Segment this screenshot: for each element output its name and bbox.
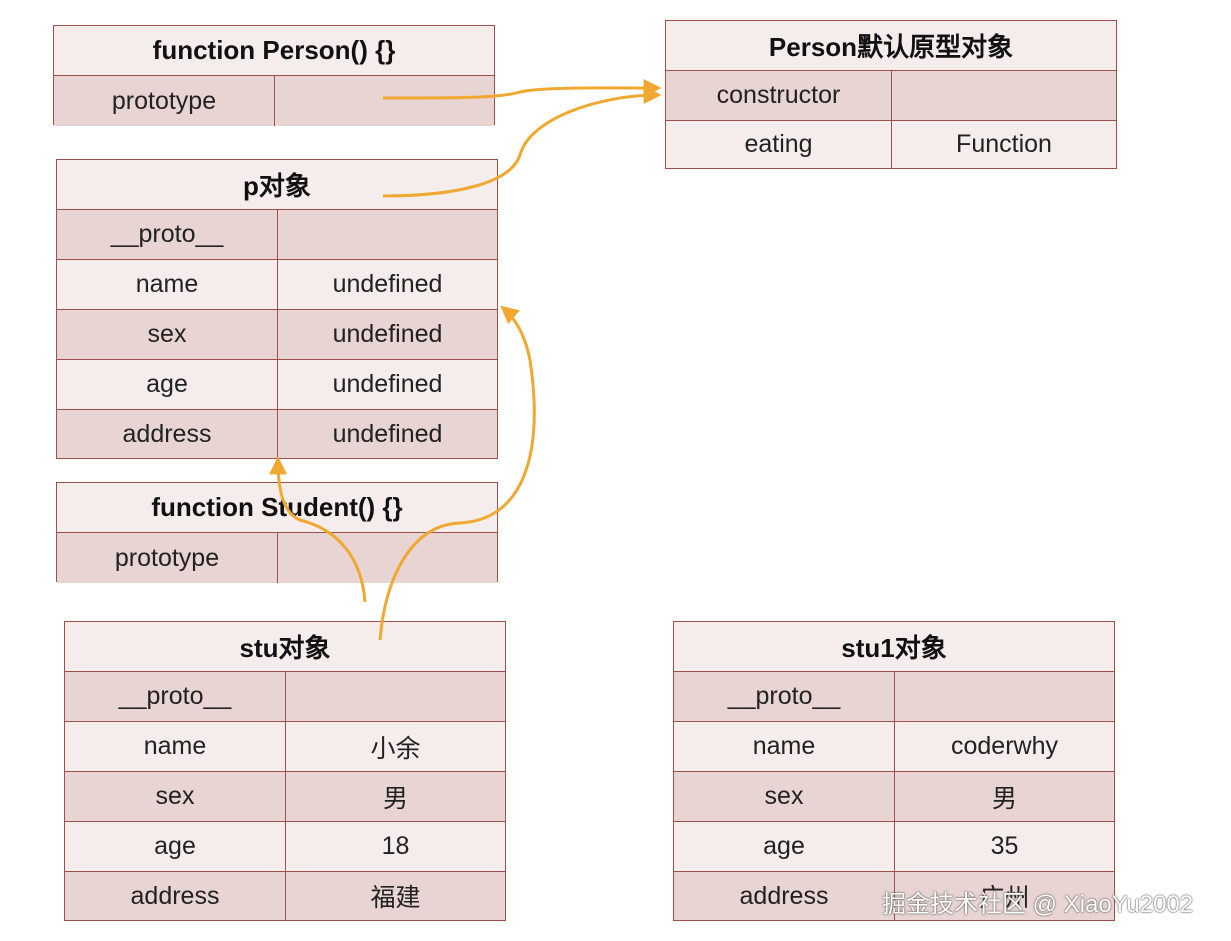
p-object-age-key: age [57,360,278,410]
person-prototype-constructor-key: constructor [666,71,892,121]
stu-object-title: stu对象 [65,622,505,672]
p-object-name-value: undefined [278,260,497,310]
person-function-box: function Person() {} prototype [53,25,495,126]
person-prototype-eating-value: Function [892,121,1116,168]
stu-object-address-value: 福建 [286,872,505,920]
stu1-object-sex-key: sex [674,772,895,822]
stu-object-proto-key: __proto__ [65,672,286,722]
p-object-box: p对象 __proto__ name undefined sex undefin… [56,159,498,459]
p-object-proto-value [278,210,497,260]
p-object-address-value: undefined [278,410,497,458]
person-function-title: function Person() {} [54,26,494,76]
person-prototype-constructor-value [892,71,1116,121]
p-object-title: p对象 [57,160,497,210]
p-object-name-key: name [57,260,278,310]
student-function-box: function Student() {} prototype [56,482,498,583]
p-object-proto-key: __proto__ [57,210,278,260]
person-prototype-title: Person默认原型对象 [666,21,1116,71]
student-function-prototype-key: prototype [57,533,278,583]
stu-object-sex-key: sex [65,772,286,822]
stu1-object-sex-value: 男 [895,772,1114,822]
person-function-prototype-value [275,76,494,126]
person-prototype-eating-key: eating [666,121,892,168]
stu-object-name-value: 小余 [286,722,505,772]
p-object-age-value: undefined [278,360,497,410]
stu1-object-name-value: coderwhy [895,722,1114,772]
stu1-object-name-key: name [674,722,895,772]
stu1-object-address-key: address [674,872,895,920]
student-function-prototype-value [278,533,497,583]
stu-object-address-key: address [65,872,286,920]
stu-object-age-value: 18 [286,822,505,872]
stu1-object-title: stu1对象 [674,622,1114,672]
stu1-object-box: stu1对象 __proto__ name coderwhy sex 男 age… [673,621,1115,921]
stu-object-age-key: age [65,822,286,872]
person-function-prototype-key: prototype [54,76,275,126]
stu-object-proto-value [286,672,505,722]
person-prototype-box: Person默认原型对象 constructor eating Function [665,20,1117,169]
stu1-object-age-value: 35 [895,822,1114,872]
stu1-object-age-key: age [674,822,895,872]
stu1-object-proto-key: __proto__ [674,672,895,722]
stu1-object-address-value: 广州 [895,872,1114,920]
stu-object-name-key: name [65,722,286,772]
p-object-sex-value: undefined [278,310,497,360]
stu-object-sex-value: 男 [286,772,505,822]
p-object-sex-key: sex [57,310,278,360]
stu1-object-proto-value [895,672,1114,722]
student-function-title: function Student() {} [57,483,497,533]
p-object-address-key: address [57,410,278,458]
stu-object-box: stu对象 __proto__ name 小余 sex 男 age 18 add… [64,621,506,921]
watermark: 掘金技术社区 @ XiaoYu2002 [882,891,1194,918]
